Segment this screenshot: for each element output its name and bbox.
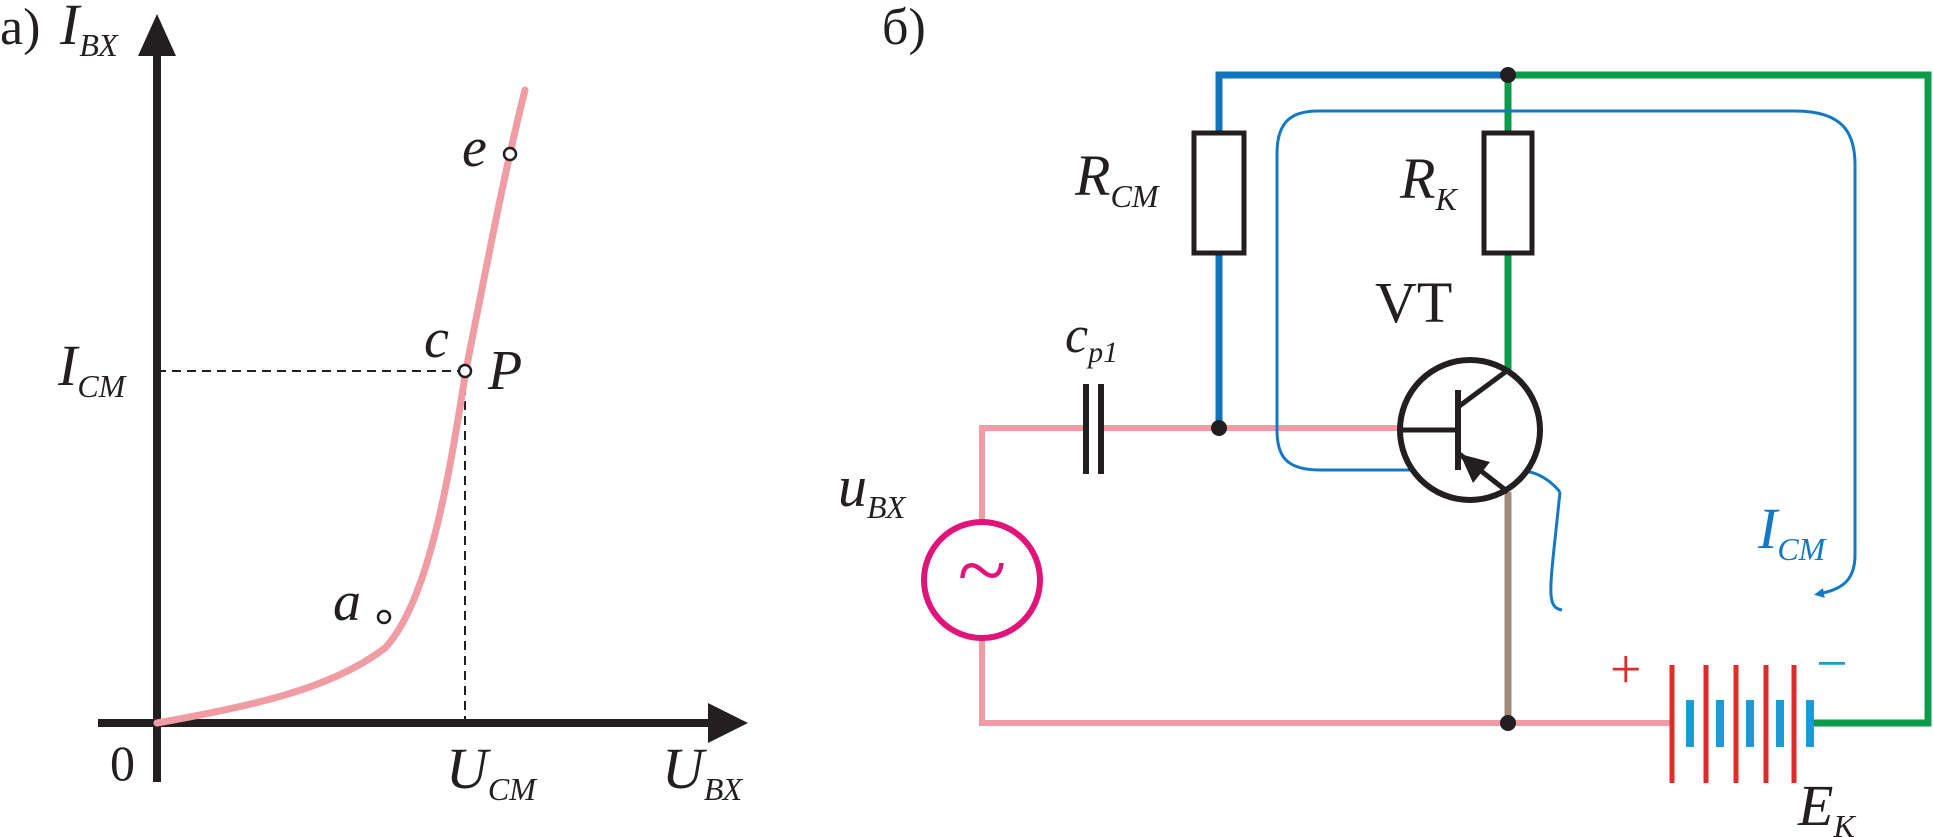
point-e-label: e [462, 117, 487, 179]
battery [1669, 665, 1814, 783]
point-a-label: a [333, 571, 361, 633]
u-cm-label: UСМ [446, 736, 538, 807]
point-c-label: c [424, 308, 449, 370]
panel-a: а) IВХ UВХ 0 IСМ UСМ a c P e [0, 0, 748, 807]
x-axis-arrow [708, 703, 748, 743]
panel-a-label: а) [0, 0, 40, 56]
current-label: IСМ [1757, 496, 1828, 567]
resistor-r-cm [1191, 130, 1247, 256]
transistor-label: VT [1375, 270, 1452, 335]
panel-b: б) cp1 ~ uВХ RСМ RК IСМ [838, 0, 1932, 837]
ac-source-symbol: ~ [958, 521, 1007, 620]
point-p [457, 363, 473, 379]
x-axis-label: UВХ [662, 736, 744, 807]
battery-plus: + [1610, 639, 1642, 701]
r-cm-label: RСМ [1074, 143, 1161, 214]
y-axis-label: IВХ [59, 0, 119, 63]
junction-ground [1500, 715, 1516, 731]
transistor-body [1397, 357, 1543, 503]
bias-wire [1215, 71, 1508, 428]
battery-label: EК [1797, 773, 1856, 837]
point-a [376, 609, 392, 625]
current-loop-tail [1549, 491, 1563, 612]
resistor-r-k [1481, 130, 1535, 256]
junction-top [1500, 67, 1516, 83]
ac-source [921, 519, 1043, 641]
y-axis-arrow [138, 14, 176, 56]
capacitor-label: cp1 [1065, 307, 1118, 369]
junction-base [1211, 420, 1227, 436]
supply-wire [1508, 71, 1932, 727]
panel-b-label: б) [882, 0, 926, 56]
iv-curve [153, 86, 529, 727]
transistor-emitter-arrow [1460, 454, 1490, 483]
ground-wire [979, 632, 1670, 726]
transistor-collector-lead [1456, 367, 1510, 410]
battery-minus: − [1816, 633, 1848, 695]
point-e [502, 146, 518, 162]
point-p-label: P [487, 340, 522, 402]
origin-label: 0 [110, 735, 135, 791]
input-wire-left [979, 425, 1085, 528]
r-k-label: RК [1399, 146, 1458, 217]
source-label: uВХ [838, 454, 907, 525]
i-cm-label: IСМ [57, 333, 128, 404]
